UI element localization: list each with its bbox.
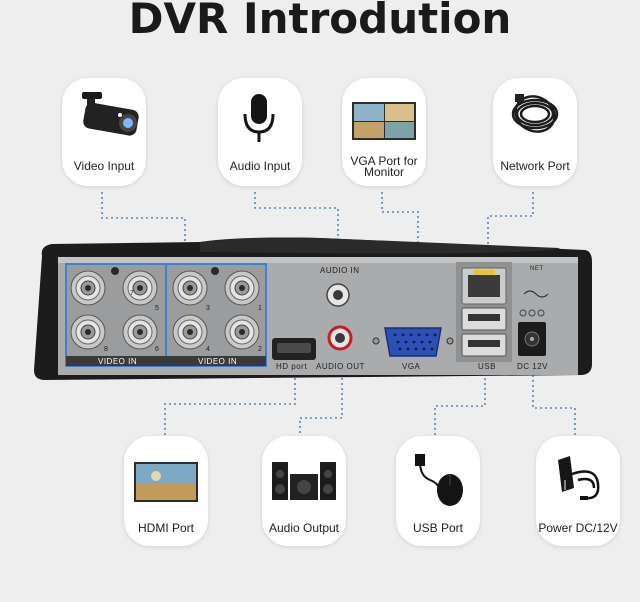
dc12v-label: DC 12V (517, 362, 548, 371)
audio-output-label: Audio Output (262, 522, 346, 534)
usb-label: USB (478, 362, 496, 371)
hdmi-port-label: HDMI Port (124, 522, 208, 534)
usb-port-label: USB Port (396, 522, 480, 534)
bnc-connector (173, 315, 207, 349)
hd-port-label: HD port (276, 362, 307, 371)
bnc-connector (71, 271, 105, 305)
audio-in-label: AUDIO IN (320, 266, 360, 275)
channel-number: 6 (155, 346, 159, 353)
channel-number: 7 (130, 290, 134, 297)
usb-port-card: USB Port (396, 436, 480, 546)
bnc-connector (225, 271, 259, 305)
channel-number: 3 (206, 305, 210, 312)
hdmi-port-card: HDMI Port (124, 436, 208, 546)
channel-number: 2 (258, 346, 262, 353)
bnc-connector (71, 315, 105, 349)
channel-number: 4 (206, 346, 210, 353)
usb-mouse-icon (396, 436, 480, 512)
speakers-icon (262, 436, 346, 512)
bnc-connector (225, 315, 259, 349)
audio-out-label: AUDIO OUT (316, 362, 365, 371)
channel-number: 8 (104, 346, 108, 353)
power-label: Power DC/12V (536, 522, 620, 534)
video-in-left-label: VIDEO IN (98, 357, 137, 366)
power-card: Power DC/12V (536, 436, 620, 546)
channel-number: 1 (258, 305, 262, 312)
video-in-right-label: VIDEO IN (198, 357, 237, 366)
bnc-connector (123, 271, 157, 305)
power-adapter-icon (536, 436, 620, 512)
channel-number: 5 (155, 305, 159, 312)
audio-output-card: Audio Output (262, 436, 346, 546)
bnc-connector (173, 271, 207, 305)
tv-monitor-icon (124, 436, 208, 512)
vga-label: VGA (402, 362, 420, 371)
net-label: NET (530, 266, 544, 272)
bnc-connector (123, 315, 157, 349)
